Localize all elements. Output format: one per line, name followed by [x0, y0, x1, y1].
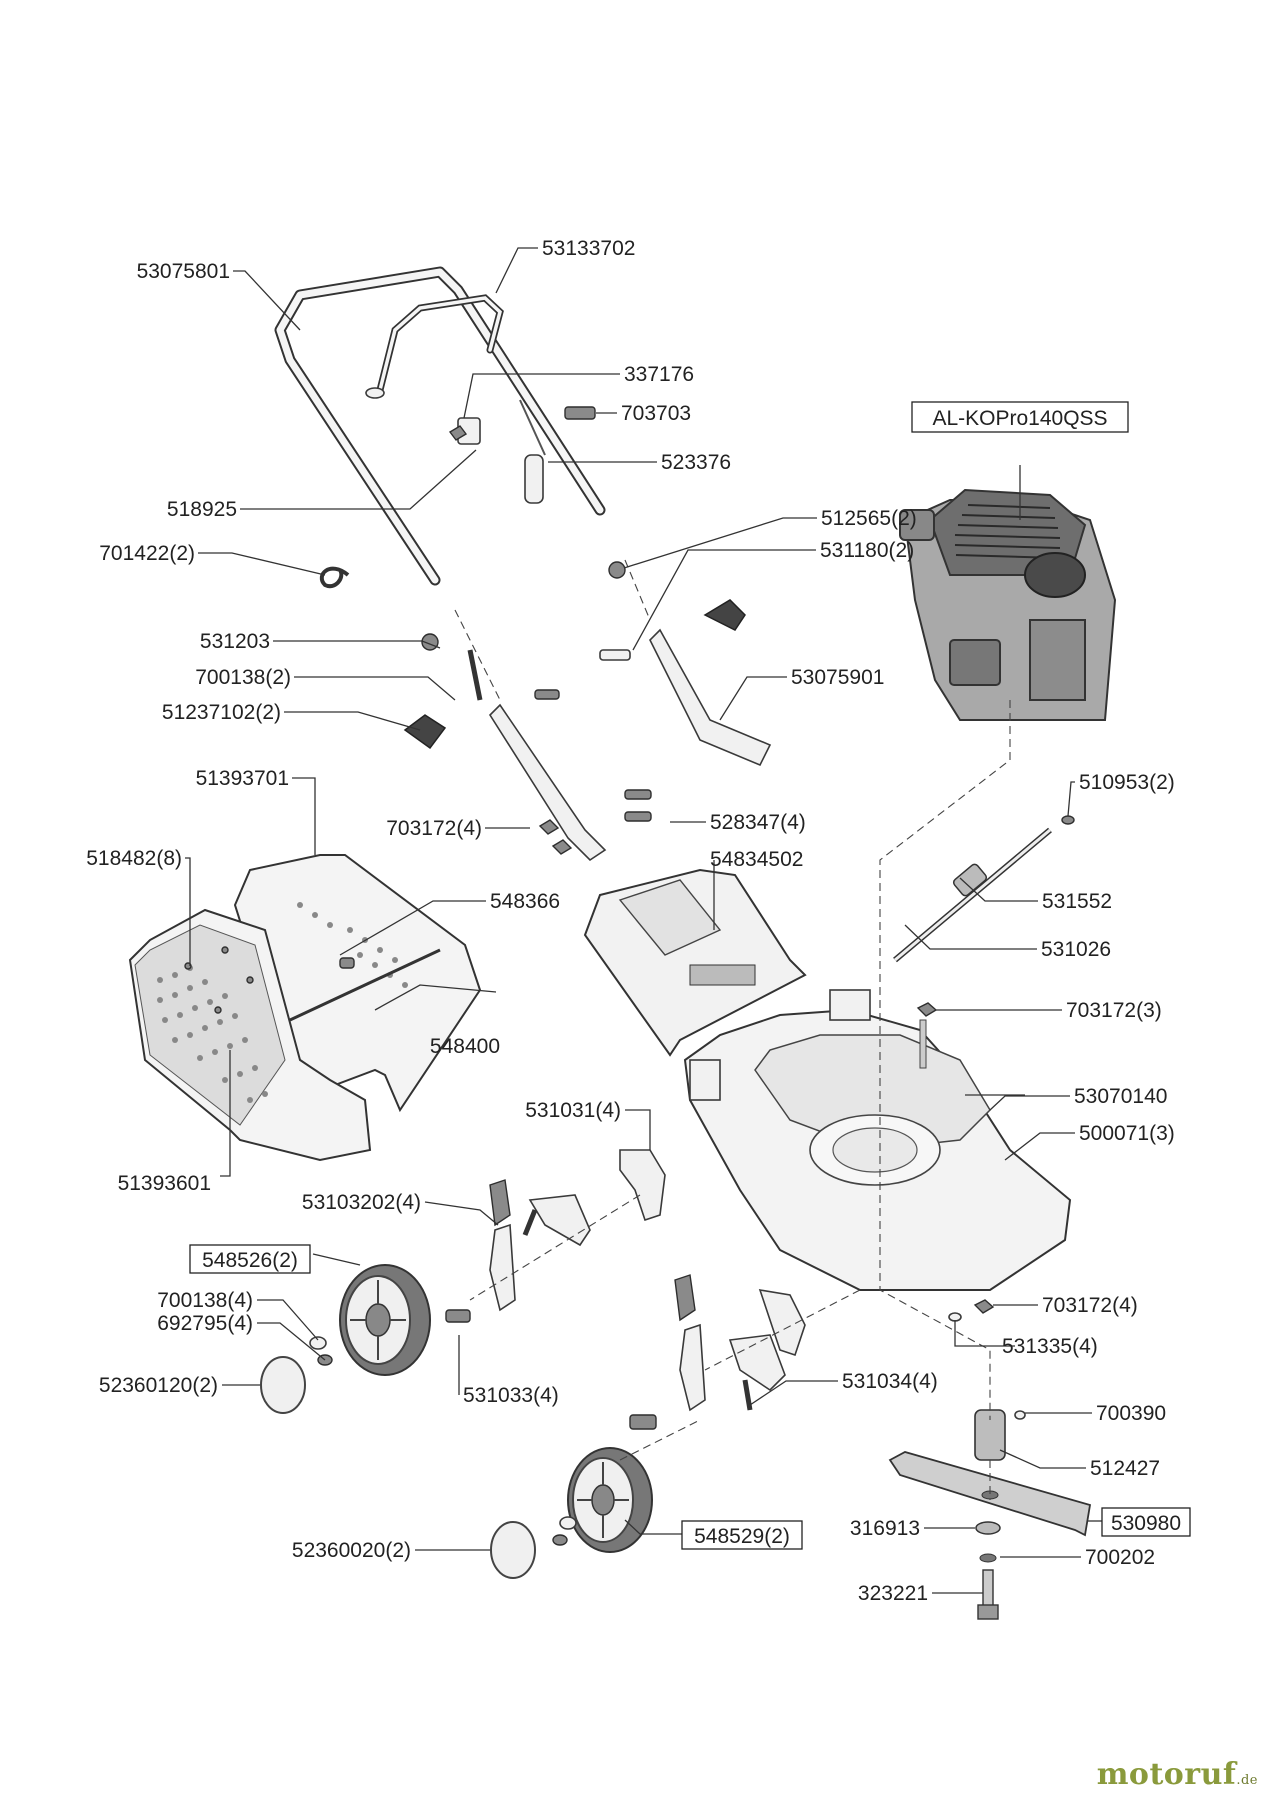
part-label: 692795(4): [157, 1312, 253, 1335]
part-label: 51237102(2): [162, 701, 281, 724]
part-label: 531031(4): [525, 1099, 621, 1122]
part-label: 51393601: [118, 1172, 211, 1195]
part-label: 531552: [1042, 890, 1112, 913]
wheel-label-box: [189, 1244, 311, 1274]
part-label: 510953(2): [1079, 771, 1175, 794]
part-label: 531335(4): [1002, 1335, 1098, 1358]
part-label: 531026: [1041, 938, 1111, 961]
part-label: 548366: [490, 890, 560, 913]
part-labels: 53075801 53133702 337176 703703 523376 5…: [86, 237, 1191, 1605]
lower-handle-illustration: [403, 561, 772, 862]
part-label: 54834502: [710, 848, 803, 871]
part-label: 703172(3): [1066, 999, 1162, 1022]
engine-label-box: [911, 401, 1129, 433]
part-label: 52360020(2): [292, 1539, 411, 1562]
part-label: 548526(2): [202, 1249, 298, 1272]
part-label: 518925: [167, 498, 237, 521]
axle-rod-illustration: [893, 815, 1075, 963]
grass-catcher-illustration: [128, 854, 482, 1162]
part-label: 323221: [858, 1582, 928, 1605]
part-label: 700138(2): [195, 666, 291, 689]
leader-lines: [185, 247, 1102, 1594]
part-label: 53133702: [542, 237, 635, 260]
part-label: 316913: [850, 1517, 920, 1540]
part-label: 701422(2): [99, 542, 195, 565]
mower-deck-illustration: [683, 989, 1072, 1291]
engine-illustration: [899, 488, 1117, 721]
part-label: 530980: [1111, 1512, 1181, 1535]
part-label: 703172(4): [386, 817, 482, 840]
clip-illustration: [319, 566, 350, 589]
deck-fasteners-illustration: [916, 1002, 995, 1322]
part-label: 53075901: [791, 666, 884, 689]
part-label: 53070140: [1074, 1085, 1167, 1108]
part-label: 700202: [1085, 1546, 1155, 1569]
part-label: 500071(3): [1079, 1122, 1175, 1145]
part-label: 337176: [624, 363, 694, 386]
part-label: 703172(4): [1042, 1294, 1138, 1317]
part-label: 548529(2): [694, 1525, 790, 1548]
part-label: 703703: [621, 402, 691, 425]
part-label: 52360120(2): [99, 1374, 218, 1397]
part-label: 512565(2): [821, 507, 917, 530]
height-adjuster-illustration: [445, 1149, 806, 1430]
rear-wheel-illustration: [490, 1447, 653, 1579]
part-label: 700390: [1096, 1402, 1166, 1425]
part-label: 51393701: [196, 767, 289, 790]
watermark-brand: motoruf: [1096, 1757, 1237, 1792]
part-label: 523376: [661, 451, 731, 474]
rear-flap-illustration: [583, 868, 807, 1057]
part-label: 531180(2): [820, 539, 914, 562]
part-label: 518482(8): [86, 847, 182, 870]
part-label: 700138(4): [157, 1289, 253, 1312]
part-label: 531203: [200, 630, 270, 653]
upper-handle-illustration: [274, 266, 606, 586]
part-label: 512427: [1090, 1457, 1160, 1480]
watermark-suffix: .de: [1236, 1773, 1258, 1788]
blade-label-box: [1101, 1507, 1191, 1537]
part-label: 528347(4): [710, 811, 806, 834]
part-label: 53103202(4): [302, 1191, 421, 1214]
front-wheel-illustration: [260, 1264, 431, 1414]
part-label: 548400: [430, 1035, 500, 1058]
wheel-label-box: [681, 1520, 803, 1550]
watermark-logo: motoruf.de: [1097, 1757, 1258, 1792]
handle-hardware-illustration: [448, 399, 596, 504]
brake-lever-illustration: [365, 294, 504, 399]
engine-model-label: AL-KOPro140QSS: [932, 407, 1107, 430]
part-label: 531033(4): [463, 1384, 559, 1407]
part-label: 531034(4): [842, 1370, 938, 1393]
part-label: 53075801: [137, 260, 230, 283]
assembly-lines: [454, 559, 1011, 1500]
